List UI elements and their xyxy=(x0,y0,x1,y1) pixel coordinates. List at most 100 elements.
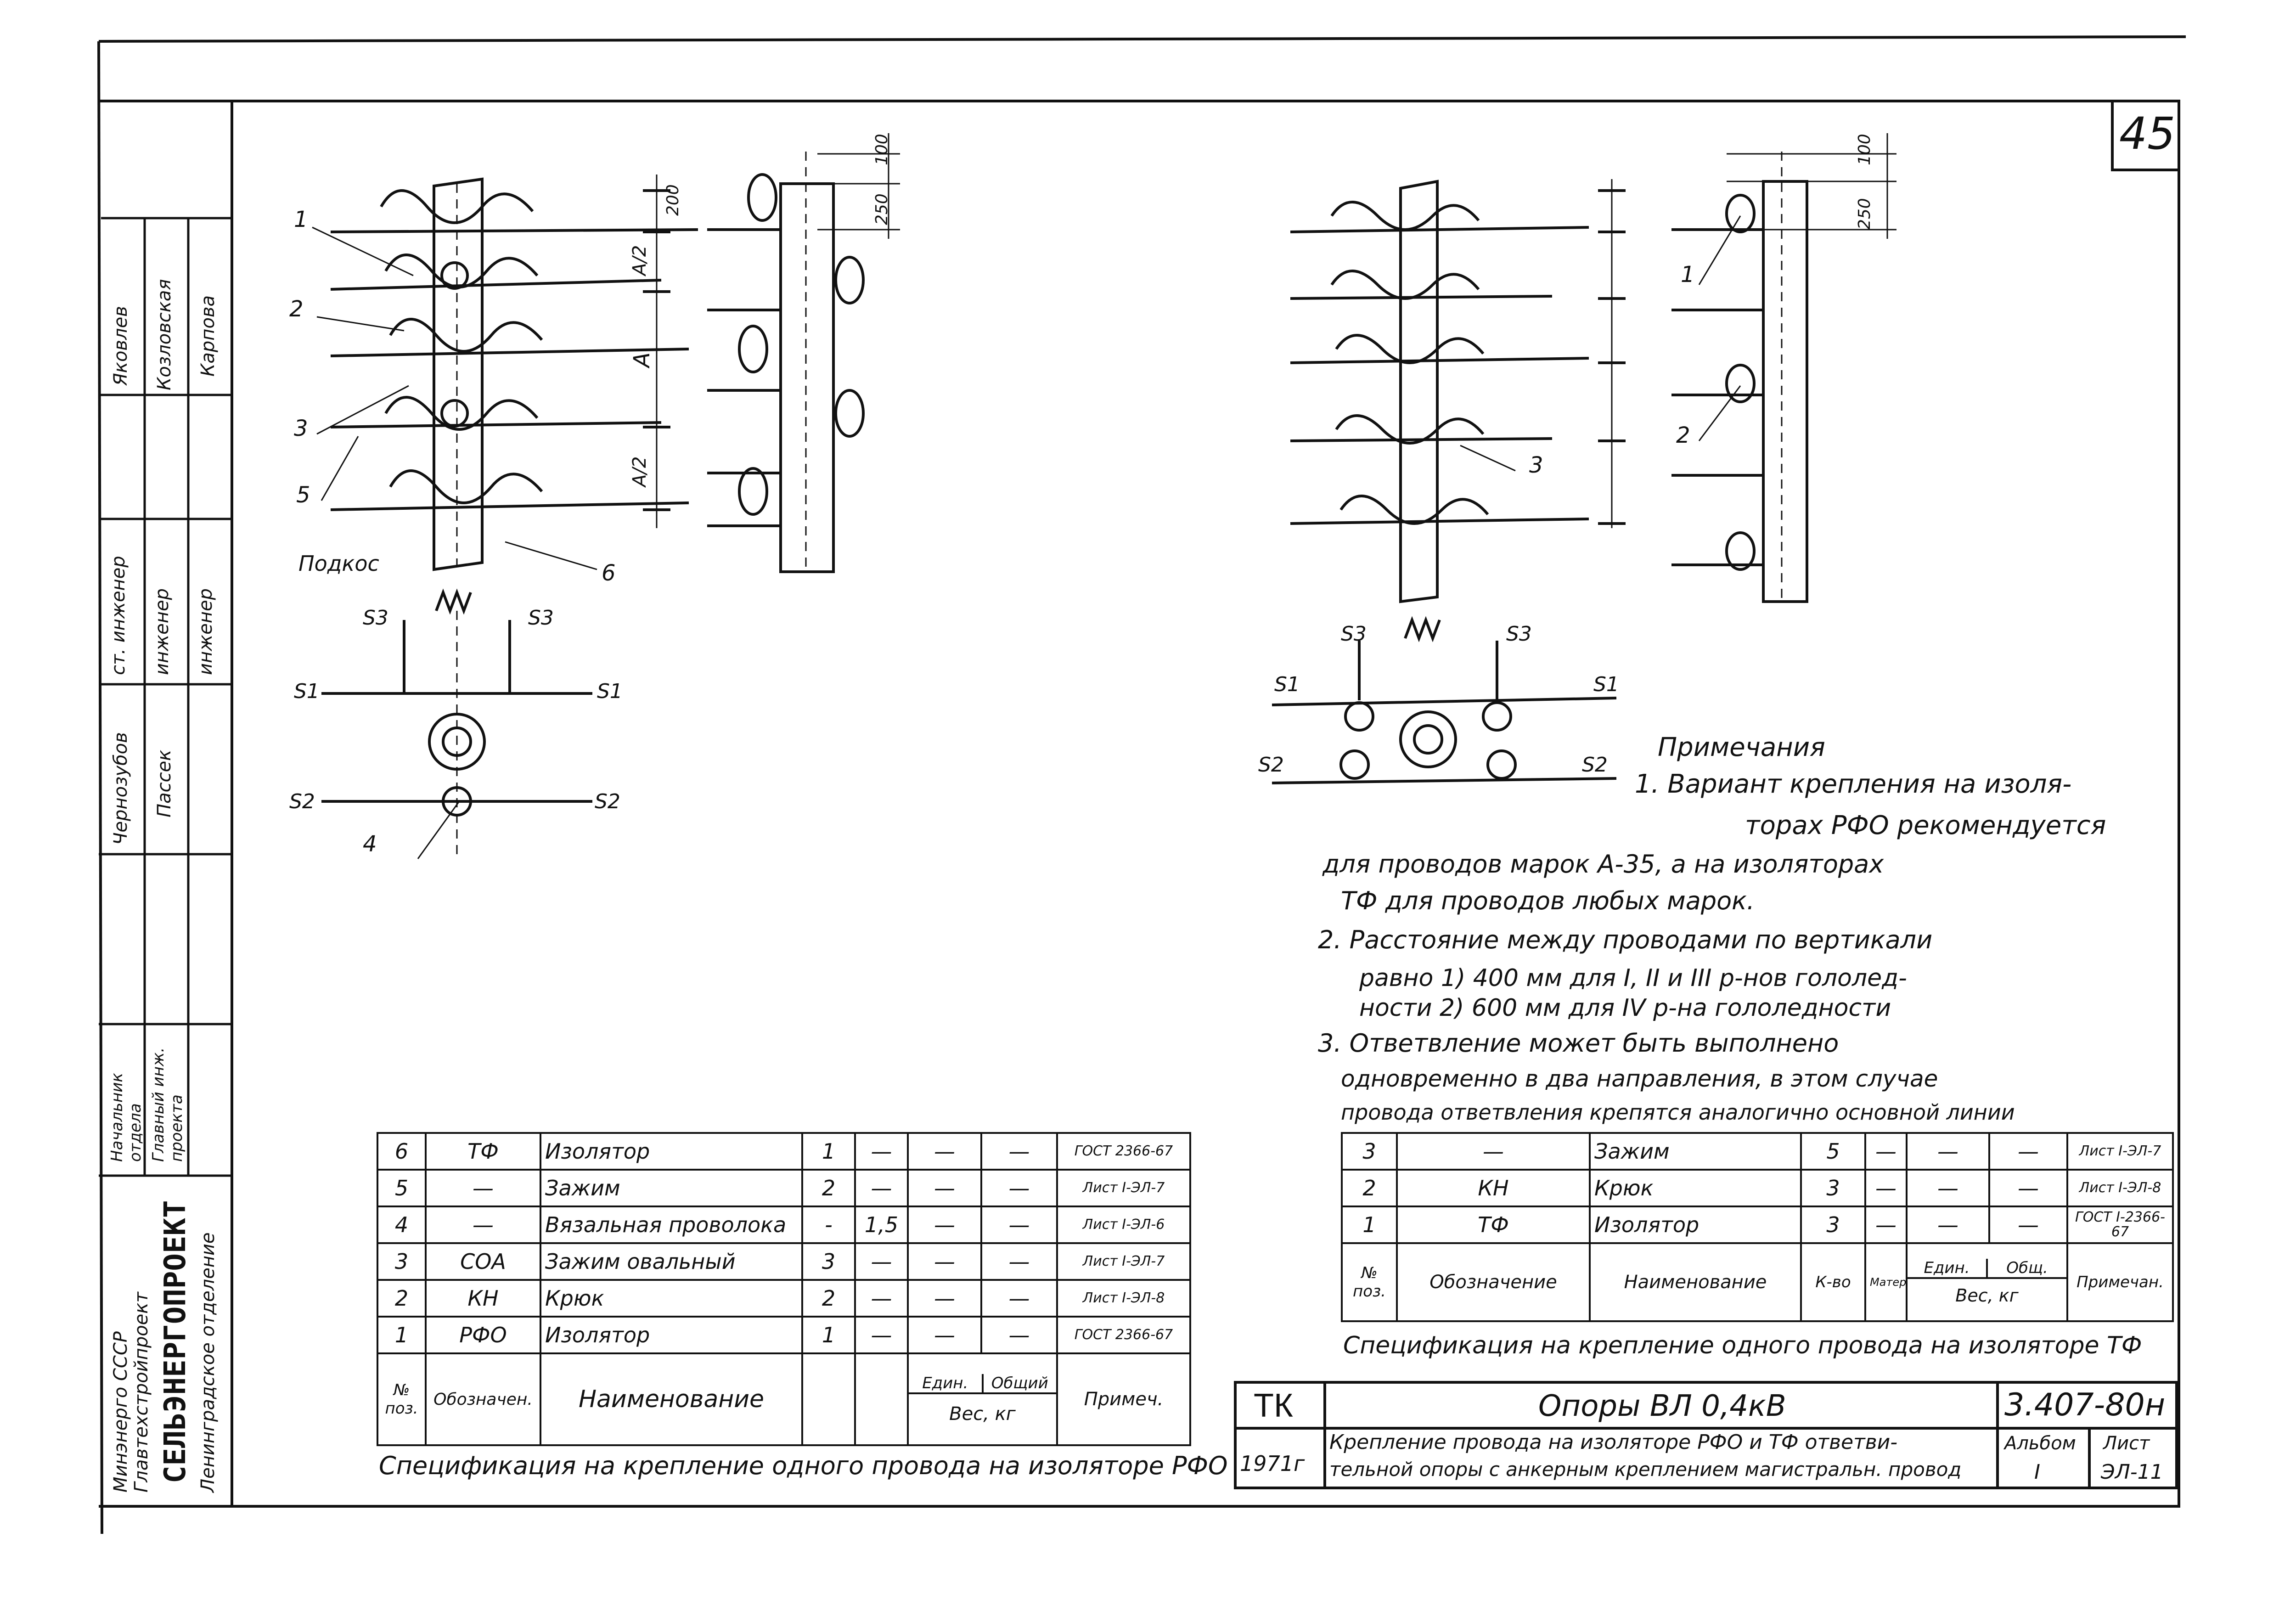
spec-cell-total: — xyxy=(980,1242,1058,1281)
title-block-frame xyxy=(1234,1381,2178,1489)
note-line-1: 1. Вариант крепления на изоля- xyxy=(1635,769,2072,799)
spec-header-row: № поз. Обозначен. Наименование Един. Общ… xyxy=(377,1352,1191,1446)
callout-5-left: 5 xyxy=(296,482,310,508)
pole-plan-tf xyxy=(1272,616,1617,784)
hdr-designation-tf: Обозначение xyxy=(1396,1242,1591,1322)
spec-cell-name: Крюк xyxy=(540,1279,803,1318)
spec-cell-des: ТФ xyxy=(425,1132,541,1171)
spec-cell-des: КН xyxy=(1396,1169,1591,1207)
spec-cell-note: ГОСТ I-2366-67 xyxy=(2066,1205,2174,1244)
spec-cell-qty: 2 xyxy=(801,1279,856,1318)
spec-cell-unit: — xyxy=(907,1169,982,1207)
hdr-weight-label-tf: Вес, кг xyxy=(1955,1285,2019,1306)
sheet-frame xyxy=(97,35,2186,1534)
spec-cell-name: Зажим овальный xyxy=(540,1242,803,1281)
spec-cell-unit: — xyxy=(1906,1169,1990,1207)
spec-cell-des: — xyxy=(1396,1132,1591,1171)
spec-cell-note: Лист I-ЭЛ-8 xyxy=(1056,1279,1191,1318)
sheet-subtitle-2: тельной опоры с анкерным креплением маги… xyxy=(1329,1458,1962,1481)
hdr-weight: Един. Общий Вес, кг xyxy=(907,1352,1058,1446)
callout-2-right: 2 xyxy=(1676,422,1690,448)
callout-3-right: 3 xyxy=(1529,452,1543,478)
pole-plan-rfo xyxy=(321,588,592,859)
hdr-unit: Един. xyxy=(910,1374,984,1392)
note-line-9: одновременно в два направления, в этом с… xyxy=(1341,1065,1938,1092)
spec-cell-pos: 6 xyxy=(377,1132,427,1171)
note-line-4: ТФ для проводов любых марок. xyxy=(1341,886,1755,915)
spec-cell-name: Изолятор xyxy=(540,1132,803,1171)
spec-cell-name: Зажим xyxy=(540,1169,803,1207)
sheet-value: ЭЛ-11 xyxy=(2101,1460,2163,1484)
spec-cell-total: — xyxy=(1988,1169,2068,1207)
callout-6-left: 6 xyxy=(602,560,616,586)
spec-cell-unit: — xyxy=(1906,1132,1990,1171)
spec-cell-total: — xyxy=(980,1205,1058,1244)
hdr-total-tf: Общ. xyxy=(2006,1259,2048,1277)
name-chernozubov: Чернозубов xyxy=(110,732,131,845)
dim-100-mid: 100 xyxy=(872,134,891,165)
sheet-subtitle-1: Крепление провода на изоляторе РФО и ТФ … xyxy=(1329,1431,1898,1454)
hdr-pos: № поз. xyxy=(377,1352,427,1446)
spec-cell-pos: 1 xyxy=(377,1316,427,1354)
hdr-qty-tf: К-во xyxy=(1800,1242,1866,1322)
note-line-8: 3. Ответвление может быть выполнено xyxy=(1318,1029,1839,1058)
hdr-pos-tf: № поз. xyxy=(1341,1242,1398,1322)
spec-caption-rfo: Спецификация на крепление одного провода… xyxy=(379,1451,1228,1480)
name-yakovlev: Яковлев xyxy=(110,306,131,386)
sheet-label: Лист xyxy=(2103,1433,2150,1454)
spec-cell-pos: 3 xyxy=(377,1242,427,1281)
pole-elevation-rfo xyxy=(312,175,698,571)
sheet-title: Опоры ВЛ 0,4кВ xyxy=(1538,1389,1786,1423)
spec-cell-total: — xyxy=(1988,1132,2068,1171)
spec-cell-des: РФО xyxy=(425,1316,541,1354)
name-kozlovskaya: Козловская xyxy=(154,279,175,390)
spec-cell-des: СОА xyxy=(425,1242,541,1281)
spec-cell-pos: 4 xyxy=(377,1205,427,1244)
callout-2-left: 2 xyxy=(289,296,304,322)
spec-cell-mat: — xyxy=(854,1132,909,1171)
spec-cell-mat: — xyxy=(1864,1169,1908,1207)
spec-cell-des: — xyxy=(425,1169,541,1207)
name-passek: Пассек xyxy=(154,749,175,817)
spec-cell-qty: 3 xyxy=(1800,1169,1866,1207)
spec-cell-note: Лист I-ЭЛ-7 xyxy=(1056,1242,1191,1281)
org-code: ТК xyxy=(1254,1387,1293,1424)
spec-cell-note: ГОСТ 2366-67 xyxy=(1056,1132,1191,1171)
dim-100-right: 100 xyxy=(1855,134,1874,165)
spec-cell-unit: — xyxy=(1906,1205,1990,1244)
spec-cell-name: Изолятор xyxy=(540,1316,803,1354)
spec-cell-qty: 5 xyxy=(1800,1132,1866,1171)
spec-cell-mat: — xyxy=(1864,1132,1908,1171)
hdr-weight-tf: Един. Общ. Вес, кг xyxy=(1906,1242,2068,1322)
page-number: 45 xyxy=(2119,108,2176,159)
left-stamp-grid xyxy=(99,217,232,1177)
spec-cell-name: Зажим xyxy=(1589,1132,1802,1171)
wire-label-s1-right-b: S1 xyxy=(1593,673,1619,696)
hdr-unit-tf: Един. xyxy=(1908,1259,1988,1277)
callout-1-left: 1 xyxy=(294,207,308,232)
spec-cell-mat: 1,5 xyxy=(854,1205,909,1244)
spec-cell-qty: 2 xyxy=(801,1169,856,1207)
spec-cell-unit: — xyxy=(907,1316,982,1354)
sheet-year: 1971г xyxy=(1240,1451,1305,1476)
spec-cell-qty: 3 xyxy=(1800,1205,1866,1244)
spec-row: 4—Вязальная проволока-1,5——Лист I-ЭЛ-6 xyxy=(377,1205,1191,1244)
spec-cell-name: Изолятор xyxy=(1589,1205,1802,1244)
spec-cell-qty: 1 xyxy=(801,1132,856,1171)
spec-cell-note: Лист I-ЭЛ-7 xyxy=(2066,1132,2174,1171)
note-line-6: равно 1) 400 мм для I, II и III р-нов го… xyxy=(1359,964,1907,992)
spec-cell-pos: 3 xyxy=(1341,1132,1398,1171)
wire-label-s3-left-a: S3 xyxy=(363,606,388,630)
brace-label: Подкос xyxy=(298,551,379,576)
hdr-designation: Обозначен. xyxy=(425,1352,541,1446)
wire-label-s2-right-a: S2 xyxy=(1258,753,1284,777)
hdr-note-tf: Примечан. xyxy=(2066,1242,2174,1322)
spec-cell-total: — xyxy=(980,1279,1058,1318)
spec-cell-unit: — xyxy=(907,1132,982,1171)
